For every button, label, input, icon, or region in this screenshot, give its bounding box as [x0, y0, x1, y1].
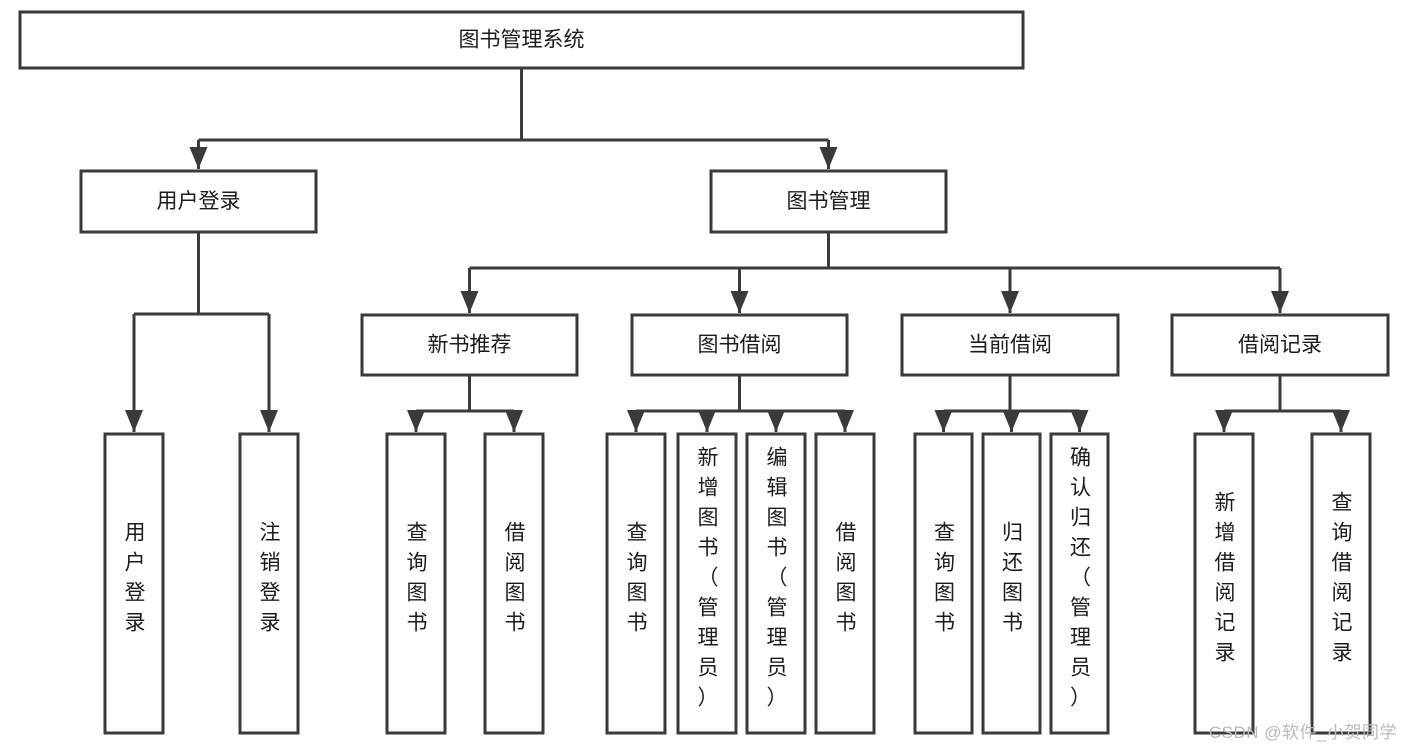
node-leaf-12-rect — [1310, 432, 1372, 735]
node-leaf-8-label: 查询图书 — [934, 522, 955, 635]
node-level3-3[interactable]: 借阅记录 — [1170, 313, 1390, 377]
node-leaf-9-rect — [981, 432, 1042, 735]
node-leaf-0-label: 用户登录 — [125, 522, 146, 635]
node-leaf-11-label: 新增借阅记录 — [1215, 492, 1236, 665]
node-level3-2-label: 当前借阅 — [968, 334, 1052, 357]
node-leaf-1-label: 注销登录 — [260, 522, 281, 635]
node-leaf-7-rect — [814, 432, 876, 735]
node-leaf-4[interactable]: 查询图书 — [605, 432, 667, 735]
node-leaf-8[interactable]: 查询图书 — [913, 432, 974, 735]
node-leaf-1-rect — [238, 432, 300, 735]
node-level3-2[interactable]: 当前借阅 — [900, 313, 1120, 377]
node-leaf-10[interactable]: 确认归还（管理员） — [1049, 432, 1110, 735]
node-root-label: 图书管理系统 — [459, 29, 585, 52]
arrowhead-icon — [1215, 410, 1233, 432]
node-root[interactable]: 图书管理系统 — [18, 10, 1025, 70]
arrowhead-icon — [407, 410, 425, 432]
node-leaf-8-rect — [913, 432, 974, 735]
edge-layer — [125, 68, 1350, 432]
arrowhead-icon — [1332, 410, 1350, 432]
node-leaf-2-label: 查询图书 — [407, 522, 428, 635]
node-leaf-6-label: 编辑图书（管理员） — [767, 447, 788, 710]
node-level2-0-label: 用户登录 — [157, 190, 241, 213]
node-leaf-9-label: 归还图书 — [1002, 522, 1023, 635]
node-leaf-5[interactable]: 新增图书（管理员） — [676, 432, 738, 735]
node-leaf-5-label: 新增图书（管理员） — [698, 447, 719, 710]
node-level3-0-label: 新书推荐 — [428, 334, 512, 357]
node-leaf-3-label: 借阅图书 — [505, 522, 526, 635]
node-leaf-0-rect — [103, 432, 165, 735]
arrowhead-icon — [836, 410, 854, 432]
node-leaf-2[interactable]: 查询图书 — [385, 432, 447, 735]
node-leaf-6[interactable]: 编辑图书（管理员） — [745, 432, 807, 735]
node-leaf-1[interactable]: 注销登录 — [238, 432, 300, 735]
node-root-rect — [18, 10, 1025, 70]
arrowhead-icon — [1070, 410, 1089, 432]
node-leaf-6-rect — [745, 432, 807, 735]
node-level2-1-label: 图书管理 — [787, 190, 871, 213]
node-leaf-3-rect — [483, 432, 545, 735]
node-level3-1-label: 图书借阅 — [698, 334, 782, 357]
node-level3-1-rect — [630, 313, 849, 377]
node-level2-0-rect — [79, 169, 318, 234]
arrowhead-icon — [819, 147, 838, 169]
arrowhead-icon — [1271, 291, 1289, 313]
node-leaf-4-label: 查询图书 — [627, 522, 648, 635]
node-layer: 图书管理系统用户登录图书管理新书推荐图书借阅当前借阅借阅记录用户登录注销登录查询… — [18, 10, 1390, 735]
arrowhead-icon — [1002, 410, 1021, 432]
node-level3-0-rect — [360, 313, 579, 377]
node-leaf-7-label: 借阅图书 — [836, 522, 857, 635]
arrowhead-icon — [1001, 291, 1019, 313]
node-leaf-12[interactable]: 查询借阅记录 — [1310, 432, 1372, 735]
node-level2-1[interactable]: 图书管理 — [709, 169, 948, 234]
node-leaf-4-rect — [605, 432, 667, 735]
arrowhead-icon — [189, 147, 208, 169]
arrowhead-icon — [934, 410, 953, 432]
node-level3-3-label: 借阅记录 — [1238, 334, 1322, 357]
arrowhead-icon — [627, 410, 645, 432]
node-level3-3-rect — [1170, 313, 1390, 377]
node-level3-0[interactable]: 新书推荐 — [360, 313, 579, 377]
node-level2-0[interactable]: 用户登录 — [79, 169, 318, 234]
node-leaf-11-rect — [1193, 432, 1255, 735]
node-level3-2-rect — [900, 313, 1120, 377]
node-leaf-7[interactable]: 借阅图书 — [814, 432, 876, 735]
node-leaf-11[interactable]: 新增借阅记录 — [1193, 432, 1255, 735]
arrowhead-icon — [730, 291, 749, 313]
node-leaf-10-label: 确认归还（管理员） — [1070, 447, 1091, 710]
arrowhead-icon — [125, 410, 143, 432]
node-leaf-12-label: 查询借阅记录 — [1332, 492, 1353, 665]
arrowhead-icon — [505, 410, 523, 432]
node-leaf-2-rect — [385, 432, 447, 735]
node-leaf-3[interactable]: 借阅图书 — [483, 432, 545, 735]
node-leaf-0[interactable]: 用户登录 — [103, 432, 165, 735]
node-level2-1-rect — [709, 169, 948, 234]
arrowhead-icon — [698, 410, 716, 432]
watermark-text: CSDN @软件_小贺同学 — [1208, 723, 1397, 742]
node-leaf-10-rect — [1049, 432, 1110, 735]
arrowhead-icon — [260, 410, 278, 432]
node-level3-1[interactable]: 图书借阅 — [630, 313, 849, 377]
arrowhead-icon — [767, 410, 785, 432]
arrowhead-icon — [460, 291, 479, 313]
node-leaf-9[interactable]: 归还图书 — [981, 432, 1042, 735]
node-leaf-5-rect — [676, 432, 738, 735]
